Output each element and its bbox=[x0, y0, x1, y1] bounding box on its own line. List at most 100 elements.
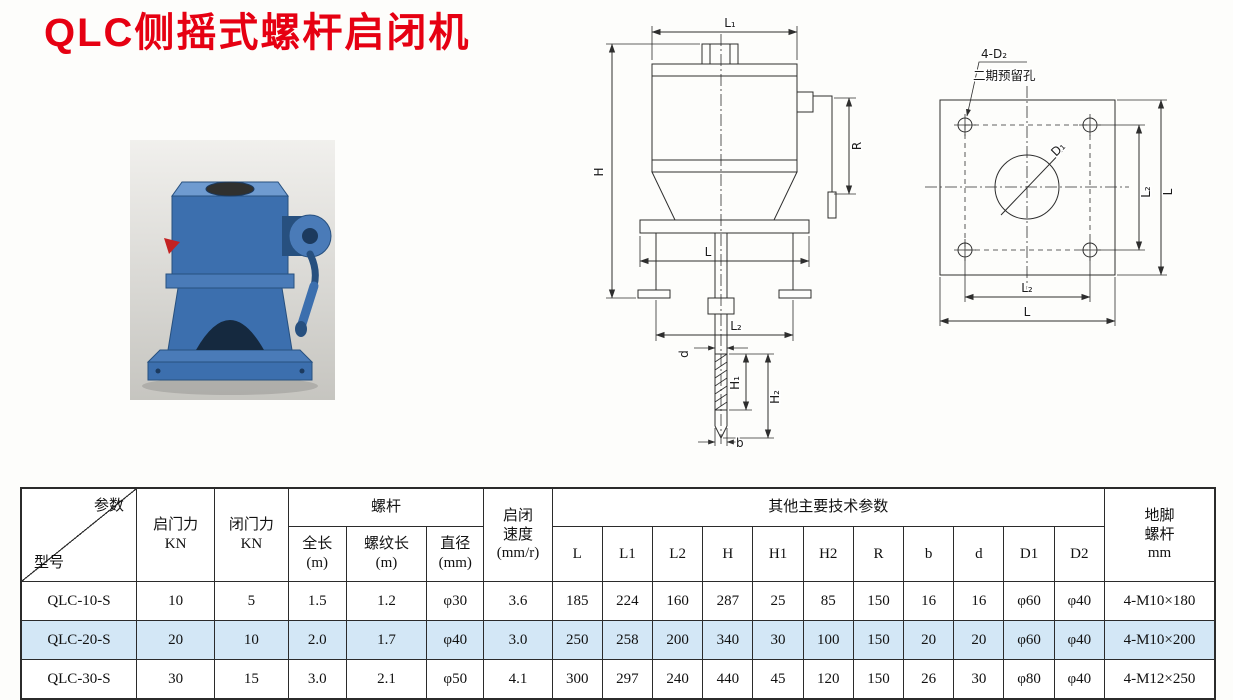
dim-label-L-bottom: L bbox=[1024, 305, 1031, 319]
flange-view-drawing: D₁ 4-D₂ 二期预留孔 L₂ L L₂ L bbox=[915, 40, 1180, 345]
cell-L2: 160 bbox=[652, 581, 704, 621]
cell-D1: φ60 bbox=[1003, 620, 1055, 660]
header-open-force-label: 启门力 bbox=[153, 517, 199, 534]
header-dim-R: R bbox=[852, 526, 905, 582]
header-full-length-label: 全长 bbox=[302, 536, 333, 553]
cell-anchor-bolt: 4-M10×200 bbox=[1103, 620, 1216, 660]
header-dim-L2: L2 bbox=[652, 526, 704, 582]
cell-model: QLC-20-S bbox=[20, 620, 137, 660]
crank-arm-line bbox=[813, 95, 833, 192]
dim-label-H2: H₂ bbox=[768, 390, 782, 404]
cell-diameter: φ30 bbox=[426, 581, 485, 621]
pedestal-arch bbox=[196, 320, 264, 350]
header-dim-D2: D2 bbox=[1053, 526, 1105, 582]
dim-label-d: d bbox=[677, 350, 691, 358]
dim-label-L2-right: L₂ bbox=[1139, 186, 1153, 198]
cell-diameter: φ50 bbox=[426, 659, 485, 700]
cell-D2: φ40 bbox=[1053, 581, 1105, 621]
base-plate bbox=[147, 361, 313, 381]
cell-b: 20 bbox=[903, 620, 955, 660]
cell-L1: 258 bbox=[601, 620, 654, 660]
cell-b: 16 bbox=[903, 581, 955, 621]
base-flange bbox=[639, 219, 810, 234]
header-speed: 启闭 速度 (mm/r) bbox=[483, 487, 553, 582]
header-diameter-label: 直径 bbox=[440, 536, 471, 553]
crank-handle bbox=[827, 191, 837, 219]
product-photo-svg bbox=[130, 140, 335, 400]
cell-model: QLC-10-S bbox=[20, 581, 137, 621]
header-speed-label-1: 启闭 bbox=[502, 507, 533, 524]
cylinder-hub bbox=[302, 228, 318, 244]
cell-H1: 45 bbox=[752, 659, 804, 700]
header-row-1: 参数 型号 启门力 KN 闭门力 KN 螺杆 启闭 速度 (mm/r) 其他主要… bbox=[20, 487, 1216, 582]
cell-H: 287 bbox=[702, 581, 754, 621]
spec-table-header: 参数 型号 启门力 KN 闭门力 KN 螺杆 启闭 速度 (mm/r) 其他主要… bbox=[20, 487, 1216, 582]
header-close-force-unit: KN bbox=[240, 536, 263, 552]
cell-H: 440 bbox=[702, 659, 754, 700]
cell-close-force: 5 bbox=[214, 581, 289, 621]
cell-speed: 3.6 bbox=[483, 581, 553, 621]
crank-knob bbox=[295, 321, 307, 337]
header-dim-L1: L1 bbox=[601, 526, 654, 582]
header-thread-length-label: 螺纹长 bbox=[363, 536, 409, 553]
cell-speed: 3.0 bbox=[483, 620, 553, 660]
dim-label-L: L bbox=[705, 245, 712, 259]
header-dim-H: H bbox=[702, 526, 754, 582]
cell-H1: 30 bbox=[752, 620, 804, 660]
header-full-length: 全长 (m) bbox=[287, 526, 347, 582]
table-row: QLC-10-S 10 5 1.5 1.2 φ30 3.6 185 224 16… bbox=[20, 581, 1216, 621]
dim-label-H1: H₁ bbox=[728, 376, 742, 390]
dim-label-b: b bbox=[736, 436, 744, 449]
diagonal-divider bbox=[22, 489, 136, 581]
cell-anchor-bolt: 4-M10×180 bbox=[1103, 581, 1216, 621]
cell-D2: φ40 bbox=[1053, 620, 1105, 660]
header-model-label: 型号 bbox=[34, 555, 65, 572]
header-speed-unit: (mm/r) bbox=[496, 545, 540, 562]
foot-right bbox=[778, 289, 812, 299]
header-other-group: 其他主要技术参数 bbox=[551, 487, 1105, 527]
header-screw-group: 螺杆 bbox=[287, 487, 485, 527]
header-diameter-unit: (mm) bbox=[438, 555, 472, 571]
product-photo bbox=[130, 140, 335, 400]
cell-D1: φ80 bbox=[1003, 659, 1055, 700]
cell-thread-length: 1.7 bbox=[345, 620, 428, 660]
cell-d: 16 bbox=[953, 581, 1005, 621]
dim-label-L-right: L bbox=[1161, 188, 1175, 195]
cell-close-force: 10 bbox=[214, 620, 289, 660]
cell-L1: 224 bbox=[601, 581, 654, 621]
header-dim-b: b bbox=[903, 526, 955, 582]
cell-L: 250 bbox=[551, 620, 603, 660]
header-open-force: 启门力 KN bbox=[135, 487, 216, 582]
cell-R: 150 bbox=[852, 581, 905, 621]
header-anchor-unit: mm bbox=[1147, 545, 1172, 562]
cell-L1: 297 bbox=[601, 659, 654, 700]
header-param-label: 参数 bbox=[93, 498, 124, 514]
header-diameter: 直径 (mm) bbox=[426, 526, 485, 582]
table-row: QLC-20-S 20 10 2.0 1.7 φ40 3.0 250 258 2… bbox=[20, 620, 1216, 660]
crank-shaft bbox=[796, 91, 814, 113]
cell-thread-length: 2.1 bbox=[345, 659, 428, 700]
cell-close-force: 15 bbox=[214, 659, 289, 700]
cell-H2: 120 bbox=[802, 659, 854, 700]
cell-d: 30 bbox=[953, 659, 1005, 700]
header-thread-length: 螺纹长 (m) bbox=[345, 526, 428, 582]
flange-outline bbox=[939, 99, 1116, 276]
cell-H1: 25 bbox=[752, 581, 804, 621]
stem bbox=[701, 43, 739, 65]
table-row: QLC-30-S 30 15 3.0 2.1 φ50 4.1 300 297 2… bbox=[20, 659, 1216, 700]
foot-left bbox=[637, 289, 671, 299]
transition-cone bbox=[651, 171, 798, 221]
shadow bbox=[142, 377, 318, 395]
bolt-hole bbox=[299, 368, 305, 374]
rod-coupling bbox=[707, 297, 735, 315]
cell-d: 20 bbox=[953, 620, 1005, 660]
front-view-svg: L₁ R L L₂ bbox=[591, 15, 866, 452]
cell-D1: φ60 bbox=[1003, 581, 1055, 621]
cell-R: 150 bbox=[852, 620, 905, 660]
cell-full-length: 2.0 bbox=[287, 620, 347, 660]
header-speed-label-2: 速度 bbox=[502, 526, 533, 543]
spec-table-body: QLC-10-S 10 5 1.5 1.2 φ30 3.6 185 224 16… bbox=[20, 581, 1216, 700]
cell-H2: 85 bbox=[802, 581, 854, 621]
cell-thread-length: 1.2 bbox=[345, 581, 428, 621]
flange-view-svg: D₁ 4-D₂ 二期预留孔 L₂ L L₂ L bbox=[925, 46, 1177, 326]
